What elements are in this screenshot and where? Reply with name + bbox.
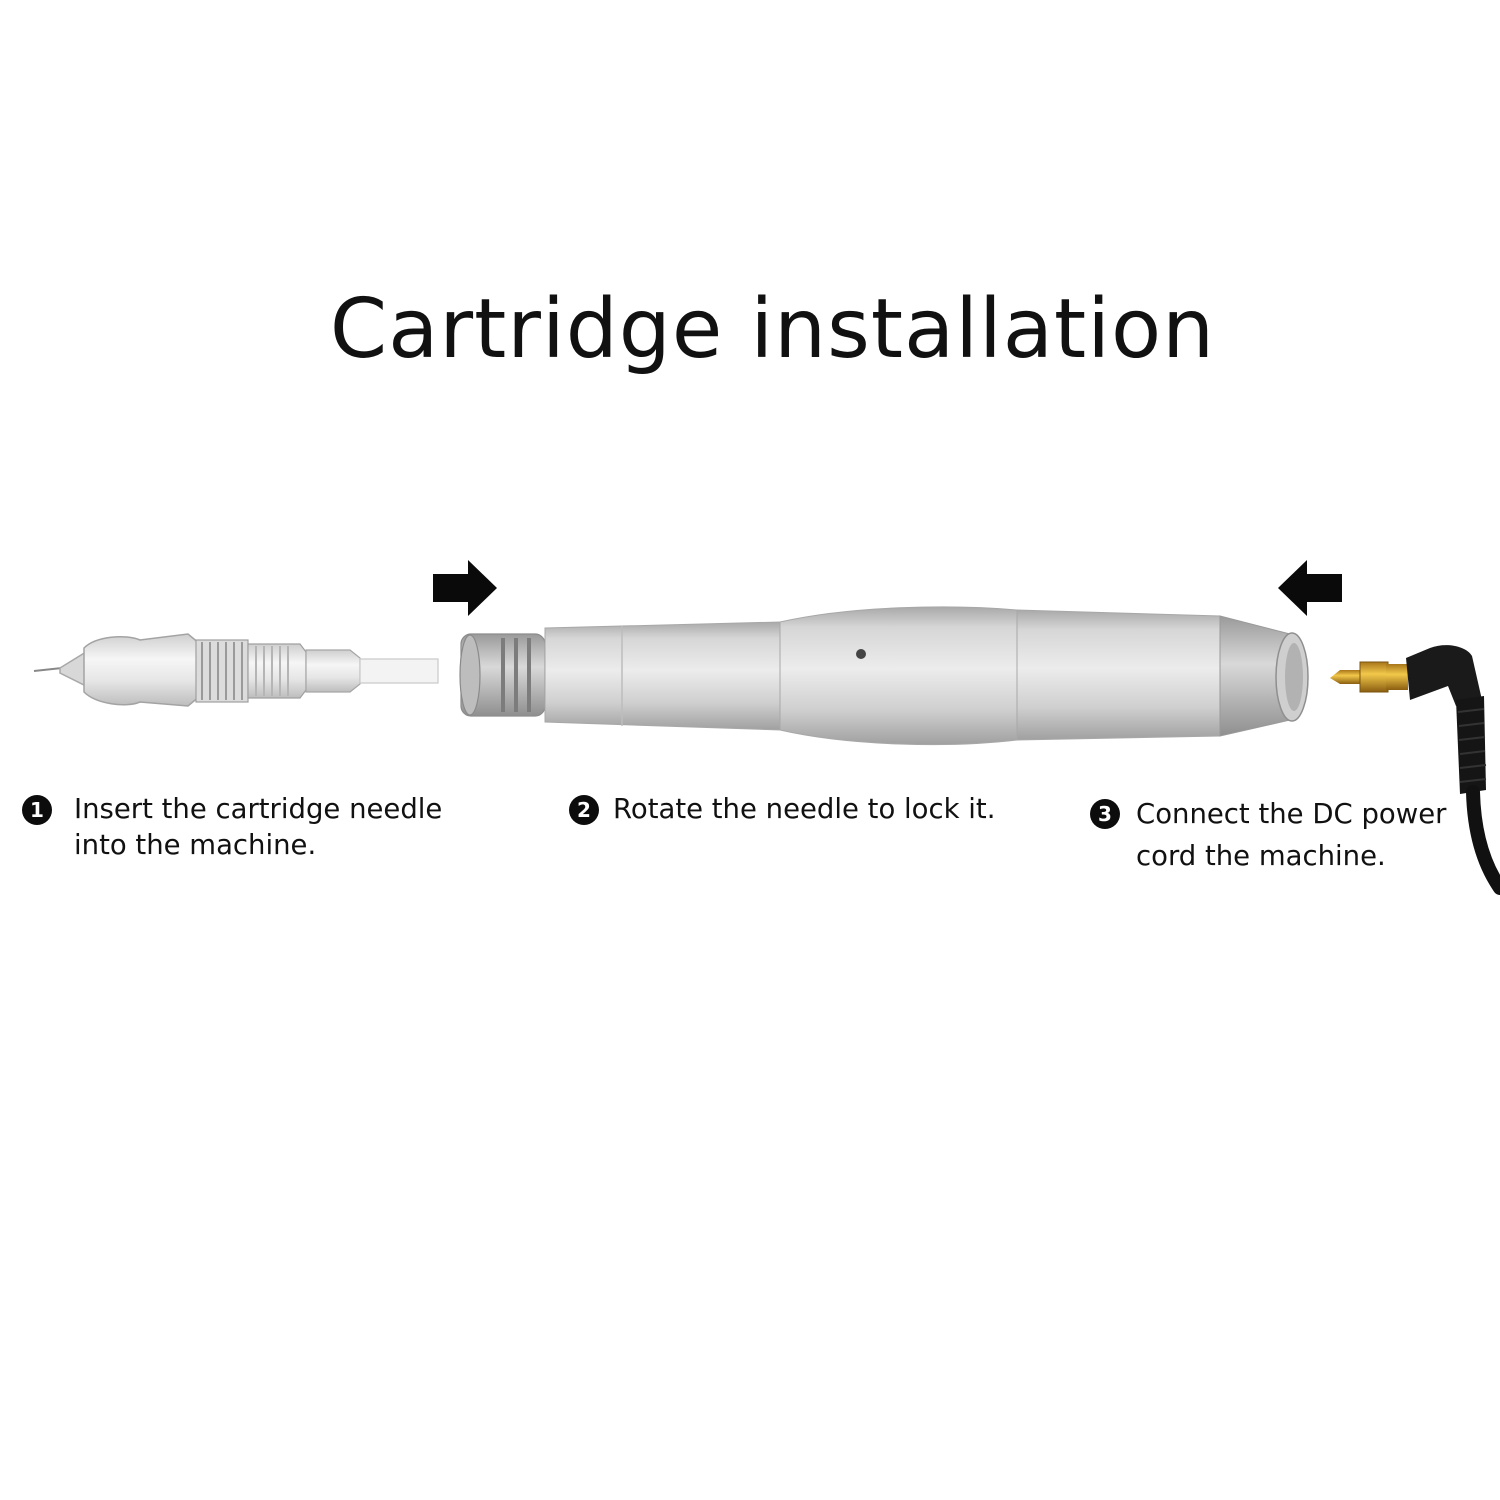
dc-power-cord <box>1330 645 1500 895</box>
step-2-number-badge: 2 <box>569 795 599 825</box>
arrow-left-icon <box>1278 560 1342 616</box>
step-3-number-badge: 3 <box>1090 799 1120 829</box>
step-3-text-line-2: cord the machine. <box>1136 840 1386 872</box>
cartridge-needle <box>33 633 439 707</box>
machine-pen <box>459 606 1309 746</box>
page-title: Cartridge installation <box>329 282 1216 377</box>
step-3-text-line-1: Connect the DC power <box>1136 798 1447 830</box>
step-1-number-badge: 1 <box>22 795 52 825</box>
step-1-text-line-1: Insert the cartridge needle <box>74 793 443 825</box>
step-1-text-line-2: into the machine. <box>74 829 317 861</box>
arrow-right-icon <box>433 560 497 616</box>
step-2-text-line-1: Rotate the needle to lock it. <box>613 793 996 825</box>
